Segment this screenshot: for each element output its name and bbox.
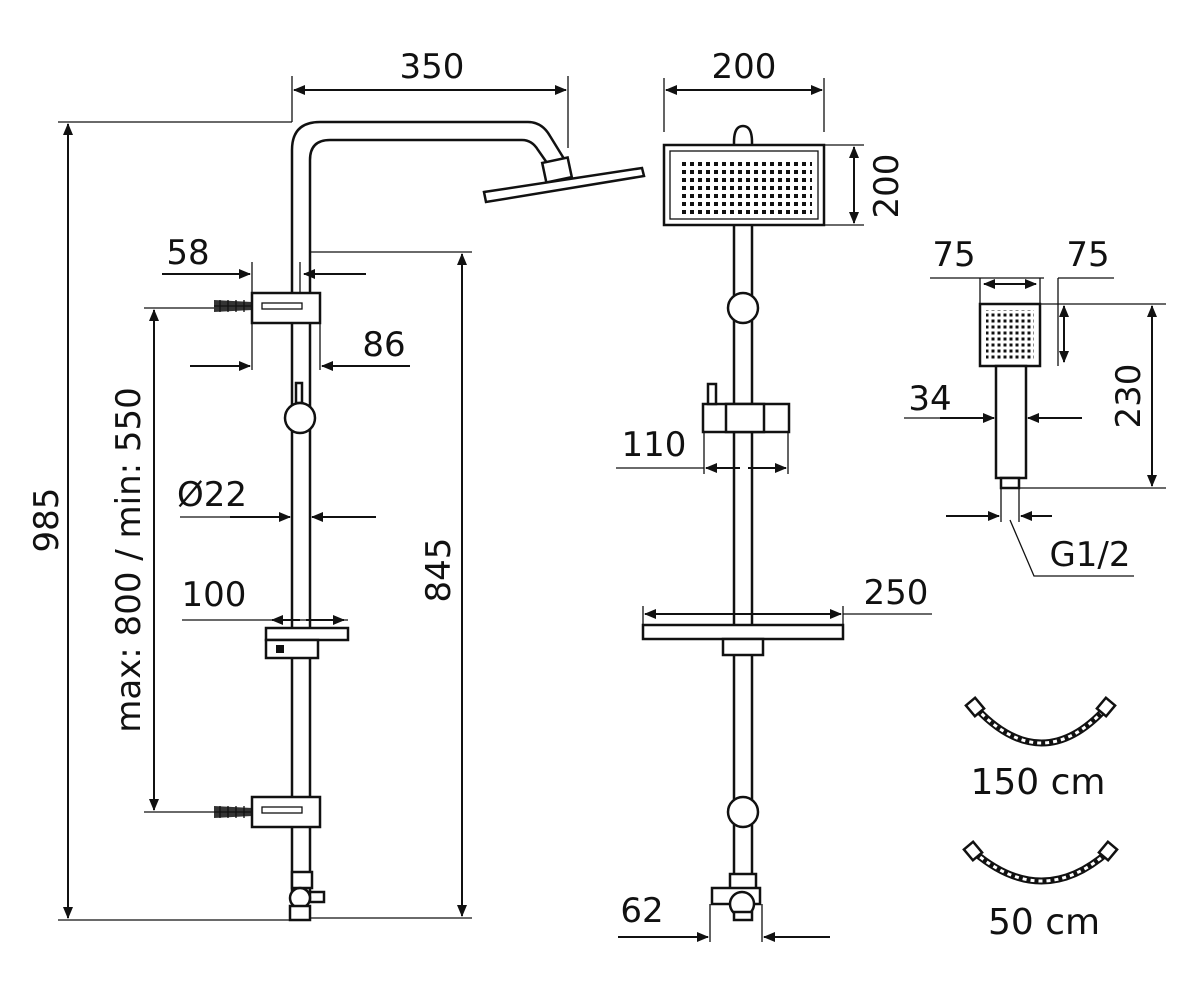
dim-200h-label: 200	[867, 154, 907, 219]
dim-230-label: 230	[1109, 364, 1149, 429]
g12-leader	[1009, 519, 1134, 577]
front-shower-head-face	[669, 150, 819, 220]
side-diverter-top	[290, 870, 314, 890]
hand-shower-view: 75 75 230 34 G1/2	[904, 235, 1166, 577]
hose-50-left-nut	[962, 840, 984, 862]
bottom-wall-screw	[214, 806, 252, 818]
top-wall-screw	[214, 300, 252, 312]
slider-knob	[283, 401, 317, 435]
dim-200w-label: 200	[712, 47, 777, 87]
hose-150-label: 150 cm	[970, 762, 1105, 803]
top-wall-bracket	[250, 291, 322, 325]
front-shelf-clamp	[721, 637, 765, 657]
dim-100-label: 100	[182, 575, 247, 615]
slider-pin	[294, 381, 304, 405]
top-bracket-slot	[261, 302, 303, 310]
side-view: 350 985 max: 800 / min: 550 845 58 86 Ø2	[27, 47, 646, 922]
dim-250-label: 250	[864, 573, 929, 613]
dim-d22-label: Ø22	[177, 475, 247, 515]
dim-g12-label: G1/2	[1049, 535, 1130, 575]
bottom-bracket-slot	[261, 806, 303, 814]
hose-50-right-nut	[1097, 840, 1119, 862]
dim-86-label: 86	[362, 325, 405, 365]
hose-50: 50 cm	[962, 840, 1119, 943]
hose-50-label: 50 cm	[988, 902, 1100, 943]
front-lower-knob	[726, 795, 760, 829]
front-riser-cap	[732, 124, 754, 143]
dim-62-label: 62	[620, 891, 663, 931]
front-diverter-base	[732, 910, 754, 922]
dim-75-right-label: 75	[1066, 235, 1109, 275]
dim-350-label: 350	[400, 47, 465, 87]
hand-shower-nozzles	[986, 310, 1034, 360]
front-mixer-center	[724, 402, 766, 434]
side-diverter-base	[288, 904, 312, 922]
front-upper-knob	[726, 291, 760, 325]
dim-34-label: 34	[908, 379, 951, 419]
front-shelf	[641, 623, 845, 641]
front-view: 200 200 110 250 62	[616, 47, 932, 942]
hand-shower-handle	[994, 364, 1028, 480]
arm-outer-edge	[290, 120, 568, 250]
dim-985-label: 985	[27, 488, 67, 553]
hand-holder-clamp	[264, 638, 320, 660]
hose-150: 150 cm	[964, 696, 1117, 803]
hose-150-right-nut	[1095, 696, 1117, 718]
bottom-wall-bracket	[250, 795, 322, 829]
hand-holder-plate	[264, 626, 350, 642]
arm-inner-edge	[308, 138, 554, 250]
dim-75-left-label: 75	[932, 235, 975, 275]
side-shower-head	[482, 166, 646, 204]
dim-845-label: 845	[419, 538, 459, 603]
dim-slide-range-label: max: 800 / min: 550	[109, 387, 149, 733]
hose-150-left-nut	[964, 696, 986, 718]
holder-screw	[276, 645, 284, 653]
side-diverter-outlet	[308, 890, 326, 904]
dim-58-label: 58	[166, 233, 209, 273]
dim-110-label: 110	[622, 425, 687, 465]
hand-shower-thread	[999, 476, 1021, 490]
front-mixer-lever	[706, 382, 718, 406]
front-shower-nozzles	[678, 160, 812, 214]
